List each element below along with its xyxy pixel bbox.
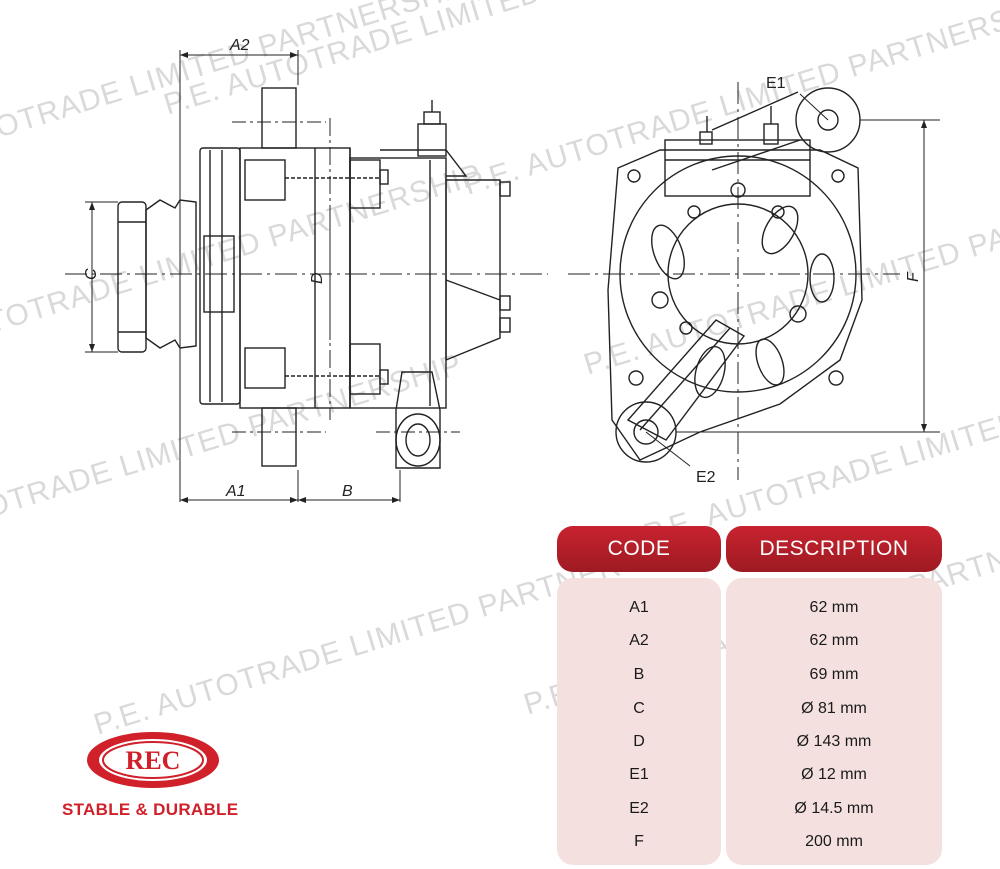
description-cell: 69 mm bbox=[809, 666, 859, 683]
dimension-label-e1: E1 bbox=[766, 75, 786, 92]
code-cell: A2 bbox=[629, 632, 649, 649]
description-column-header: DESCRIPTION bbox=[726, 526, 942, 572]
description-cell: Ø 81 mm bbox=[801, 700, 867, 717]
description-cell: Ø 143 mm bbox=[796, 733, 872, 750]
dimension-label-a1: A1 bbox=[225, 483, 246, 500]
alternator-technical-drawing: A2 A1 B C D E1 E2 F bbox=[65, 37, 940, 503]
dimension-label-d: D bbox=[309, 272, 326, 284]
description-cell: 62 mm bbox=[809, 632, 859, 649]
code-cell: A1 bbox=[629, 599, 649, 616]
dimension-label-a2: A2 bbox=[229, 37, 250, 54]
code-cell: C bbox=[633, 700, 645, 717]
code-cell: D bbox=[633, 733, 645, 750]
description-column: 62 mm 62 mm 69 mm Ø 81 mm Ø 143 mm Ø 12 … bbox=[726, 578, 942, 865]
alternator-front-view bbox=[568, 82, 940, 480]
code-column-header: CODE bbox=[557, 526, 721, 572]
code-cell: B bbox=[633, 666, 645, 683]
brand-slogan: STABLE & DURABLE bbox=[62, 800, 239, 819]
dimension-label-f: F bbox=[905, 271, 922, 282]
rec-logo-text: REC bbox=[126, 746, 181, 775]
dimension-label-c: C bbox=[83, 268, 100, 280]
alternator-side-view bbox=[65, 50, 548, 503]
description-cell: Ø 12 mm bbox=[801, 766, 867, 783]
code-cell: E1 bbox=[629, 766, 649, 783]
dimension-label-e2: E2 bbox=[696, 469, 716, 486]
code-cell: E2 bbox=[629, 800, 649, 817]
dimension-label-b: B bbox=[342, 483, 353, 500]
description-cell: Ø 14.5 mm bbox=[794, 800, 874, 817]
rec-logo: REC bbox=[87, 732, 219, 788]
description-cell: 62 mm bbox=[809, 599, 859, 616]
description-cell: 200 mm bbox=[805, 833, 863, 850]
code-column: A1 A2 B C D E1 E2 F bbox=[557, 578, 721, 865]
code-cell: F bbox=[634, 833, 644, 850]
